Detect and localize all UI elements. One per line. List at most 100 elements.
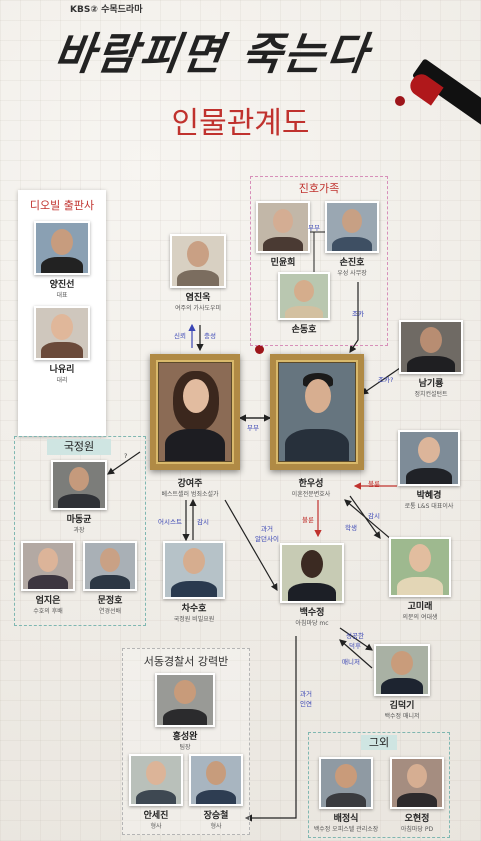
portrait-hong bbox=[155, 673, 215, 727]
name-park: 박혜경 bbox=[416, 491, 442, 501]
person-kang[interactable]: 강여주 베스트셀러 범죄소설가 bbox=[140, 474, 240, 498]
label-student: 학생 bbox=[345, 524, 357, 532]
portrait-bae bbox=[319, 757, 373, 809]
name-han: 한우성 bbox=[298, 479, 324, 489]
person-yang[interactable]: 양진선 대표 bbox=[28, 221, 96, 299]
label-affair-park: 불륜 bbox=[368, 480, 380, 488]
person-eom[interactable]: 엄지은 수호의 후배 bbox=[18, 541, 78, 615]
label-affair-baek: 불륜 bbox=[302, 516, 314, 524]
portrait-yang bbox=[34, 221, 90, 275]
role-go: 의문의 여대생 bbox=[402, 614, 438, 621]
portrait-ahn bbox=[129, 754, 183, 806]
portrait-ma bbox=[51, 460, 107, 510]
person-jang[interactable]: 장승철 형사 bbox=[186, 754, 246, 830]
person-hong[interactable]: 홍성완 팀장 bbox=[150, 673, 220, 751]
person-han[interactable]: 한우성 이혼전문변호사 bbox=[265, 474, 357, 498]
role-cha: 국정원 비밀요원 bbox=[173, 616, 215, 623]
role-kim: 백수정 매니저 bbox=[384, 713, 420, 720]
label-past-relation: 과거 인연 bbox=[300, 690, 312, 708]
label-couple-main: 부부 bbox=[247, 424, 259, 432]
person-bae[interactable]: 배정식 백수정 오피스텔 관리소장 bbox=[310, 757, 382, 833]
portrait-cha bbox=[163, 541, 225, 599]
name-ma: 마동균 bbox=[66, 515, 92, 525]
portrait-jang bbox=[189, 754, 243, 806]
label-past-acquaintance: 과거 알던사이 bbox=[255, 525, 279, 543]
label-nephew-question: 조카? bbox=[378, 376, 394, 384]
portrait-park bbox=[398, 430, 460, 486]
portrait-yeom bbox=[170, 234, 226, 288]
name-moon: 문정호 bbox=[97, 596, 123, 606]
group-jinho-title: 진호가족 bbox=[298, 182, 340, 195]
person-go[interactable]: 고미래 의문의 여대생 bbox=[384, 537, 456, 621]
portrait-sondong bbox=[278, 272, 330, 320]
person-oh[interactable]: 오현정 아침마당 PD bbox=[386, 757, 448, 833]
label-question: ? bbox=[124, 452, 128, 460]
label-trust: 신뢰 bbox=[174, 332, 186, 340]
chart-subtitle: 인물관계도 bbox=[171, 106, 310, 141]
label-success-deal: 성공한 덕후 bbox=[346, 632, 364, 650]
group-nis: 국정원 bbox=[14, 436, 146, 626]
person-na[interactable]: 나유리 대리 bbox=[28, 306, 96, 384]
person-ma[interactable]: 마동균 과장 bbox=[46, 460, 112, 534]
role-na: 대리 bbox=[56, 377, 68, 384]
person-baek[interactable]: 백수정 아침마당 mc bbox=[274, 543, 350, 627]
person-nam[interactable]: 남기룡 정치컨설턴트 bbox=[396, 320, 466, 398]
portrait-na bbox=[34, 306, 90, 360]
portrait-baek bbox=[280, 543, 344, 603]
portrait-han bbox=[279, 363, 355, 461]
role-bae: 백수정 오피스텔 관리소장 bbox=[313, 826, 379, 833]
blood-drop-icon bbox=[255, 345, 264, 354]
label-nephew: 조카 bbox=[352, 310, 364, 318]
role-han: 이혼전문변호사 bbox=[291, 491, 331, 498]
label-watch: 감시 bbox=[197, 518, 209, 526]
portrait-moon bbox=[83, 541, 137, 591]
header: KBS② 수목드라마 바람피면 죽는다 인물관계도 bbox=[0, 0, 481, 170]
person-yeom[interactable]: 염진옥 여주의 가사도우미 bbox=[160, 234, 236, 312]
name-kang: 강여주 bbox=[177, 479, 203, 489]
portrait-kang bbox=[159, 363, 231, 461]
role-son: 우성 사무장 bbox=[337, 270, 367, 277]
portrait-kim bbox=[374, 644, 430, 696]
name-cha: 차수호 bbox=[181, 604, 207, 614]
role-eom: 수호의 후배 bbox=[33, 608, 63, 615]
role-hong: 팀장 bbox=[179, 744, 191, 751]
name-eom: 엄지은 bbox=[35, 596, 61, 606]
person-sondong[interactable]: 손동호 bbox=[277, 272, 331, 335]
portrait-min bbox=[256, 201, 310, 253]
role-ma: 과장 bbox=[73, 527, 85, 534]
label-manager: 매니저 bbox=[342, 658, 360, 666]
name-baek: 백수정 bbox=[299, 608, 325, 618]
label-watch-go: 감시 bbox=[368, 512, 380, 520]
label-loyal: 충성 bbox=[204, 332, 216, 340]
person-son[interactable]: 손진호 우성 사무장 bbox=[320, 201, 384, 277]
name-oh: 오현정 bbox=[404, 814, 430, 824]
role-oh: 아침마당 PD bbox=[400, 826, 434, 833]
portrait-oh bbox=[390, 757, 444, 809]
person-cha[interactable]: 차수호 국정원 비밀요원 bbox=[156, 541, 232, 623]
name-jang: 장승철 bbox=[203, 811, 229, 821]
person-moon[interactable]: 문정호 연경선배 bbox=[80, 541, 140, 615]
portrait-son bbox=[325, 201, 379, 253]
name-yang: 양진선 bbox=[49, 280, 75, 290]
name-yeom: 염진옥 bbox=[185, 293, 211, 303]
person-kim[interactable]: 김덕기 백수정 매니저 bbox=[370, 644, 434, 720]
person-park[interactable]: 박혜경 로통 L&S 대표이사 bbox=[392, 430, 466, 510]
name-na: 나유리 bbox=[49, 365, 75, 375]
portrait-frame-han[interactable] bbox=[270, 354, 364, 470]
name-min: 민윤희 bbox=[270, 258, 296, 268]
group-others-title: 그외 bbox=[361, 735, 397, 750]
blood-drop-icon bbox=[395, 96, 405, 106]
group-nis-title: 국정원 bbox=[47, 439, 111, 455]
name-kim: 김덕기 bbox=[389, 701, 415, 711]
person-min[interactable]: 민윤희 bbox=[253, 201, 313, 268]
role-nam: 정치컨설턴트 bbox=[414, 391, 448, 398]
portrait-frame-kang[interactable] bbox=[150, 354, 240, 470]
role-kang: 베스트셀러 범죄소설가 bbox=[161, 491, 219, 498]
role-park: 로통 L&S 대표이사 bbox=[404, 503, 454, 510]
role-baek: 아침마당 mc bbox=[295, 620, 329, 627]
person-ahn[interactable]: 안세진 형사 bbox=[126, 754, 186, 830]
role-moon: 연경선배 bbox=[98, 608, 122, 615]
role-ahn: 형사 bbox=[150, 823, 162, 830]
portrait-nam bbox=[399, 320, 463, 374]
